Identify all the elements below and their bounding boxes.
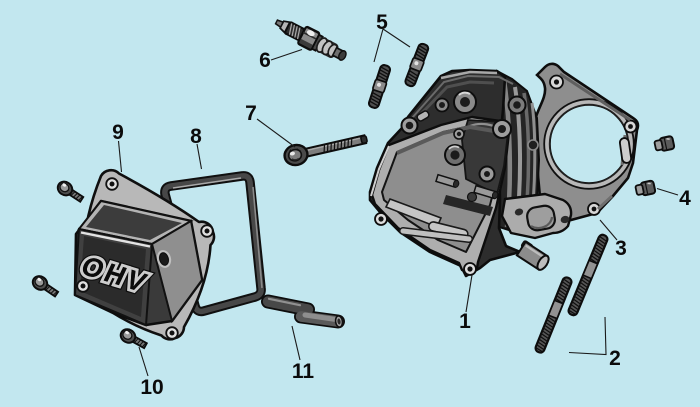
svg-text:6: 6 [259, 49, 271, 72]
svg-text:3: 3 [615, 237, 627, 260]
svg-text:1: 1 [459, 310, 471, 333]
svg-text:10: 10 [140, 376, 163, 399]
svg-text:2: 2 [609, 347, 621, 370]
svg-text:9: 9 [112, 121, 124, 144]
svg-text:8: 8 [190, 125, 202, 148]
svg-text:7: 7 [245, 102, 257, 125]
svg-text:5: 5 [376, 11, 388, 34]
svg-text:4: 4 [679, 187, 691, 210]
svg-text:11: 11 [292, 360, 315, 383]
